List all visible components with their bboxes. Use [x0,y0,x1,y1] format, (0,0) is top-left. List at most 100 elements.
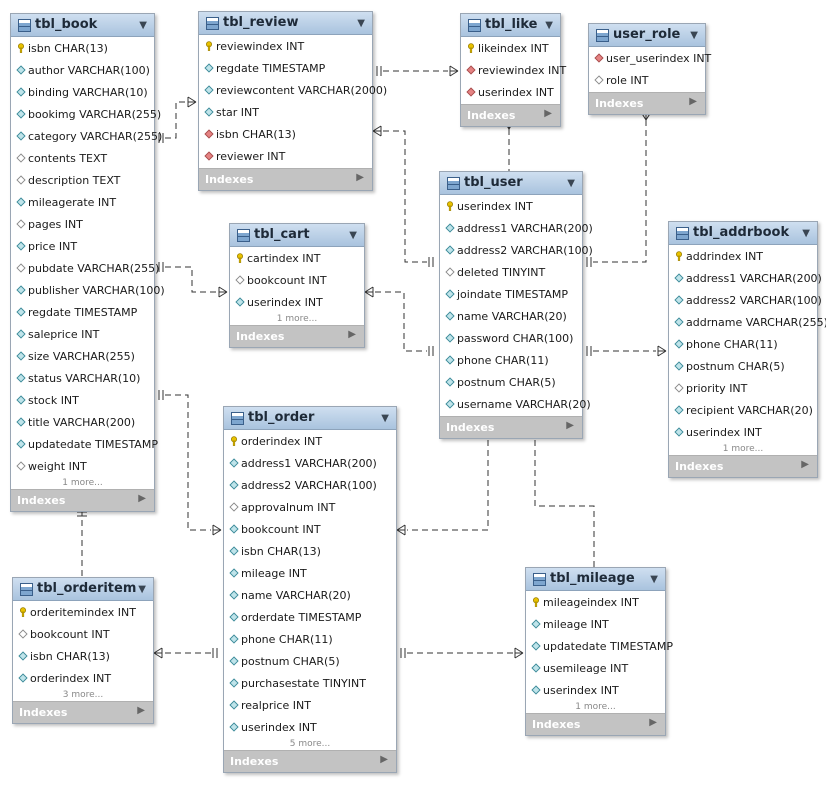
expand-arrow-icon[interactable]: ▶ [544,108,552,119]
table-field[interactable]: isbn CHAR(13) [199,124,372,146]
collapse-triangle-icon[interactable]: ▼ [690,30,698,41]
rel-user-addrbook[interactable] [586,345,667,357]
rel-role-user[interactable] [586,110,652,267]
table-field[interactable]: publisher VARCHAR(100) [11,280,165,302]
table-field[interactable]: postnum CHAR(5) [669,356,817,378]
rel-book-review[interactable] [158,96,197,143]
table-field[interactable]: updatedate TIMESTAMP [11,434,158,456]
expand-arrow-icon[interactable]: ▶ [801,459,809,470]
table-field[interactable]: category VARCHAR(255) [11,126,162,148]
table-field[interactable]: mileage INT [526,614,665,636]
table-field[interactable]: regdate TIMESTAMP [11,302,154,324]
table-field[interactable]: isbn CHAR(13) [224,541,396,563]
table-field[interactable]: recipient VARCHAR(20) [669,400,817,422]
table-field[interactable]: reviewindex INT [461,60,566,82]
indexes-section[interactable]: Indexes▶ [589,92,705,114]
table-field[interactable]: orderitemindex INT [13,602,153,624]
table-field[interactable]: size VARCHAR(255) [11,346,154,368]
collapse-triangle-icon[interactable]: ▼ [381,413,389,424]
table-field[interactable]: contents TEXT [11,148,154,170]
table-field[interactable]: likeindex INT [461,38,560,60]
table-field[interactable]: phone CHAR(11) [224,629,396,651]
indexes-section[interactable]: Indexes▶ [461,104,560,126]
collapse-triangle-icon[interactable]: ▼ [349,230,357,241]
table-field[interactable]: address2 VARCHAR(100) [440,240,593,262]
table-field[interactable]: updatedate TIMESTAMP [526,636,673,658]
table-field[interactable]: orderdate TIMESTAMP [224,607,396,629]
table-field[interactable]: address1 VARCHAR(200) [669,268,822,290]
expand-arrow-icon[interactable]: ▶ [356,172,364,183]
collapse-triangle-icon[interactable]: ▼ [567,178,575,189]
table-field[interactable]: reviewcontent VARCHAR(2000) [199,80,387,102]
table-field[interactable]: cartindex INT [230,248,364,270]
table-field[interactable]: bookimg VARCHAR(255) [11,104,161,126]
table-field[interactable]: postnum CHAR(5) [440,372,582,394]
table-field[interactable]: saleprice INT [11,324,154,346]
table-header[interactable]: tbl_orderitem▼ [13,578,153,601]
collapse-triangle-icon[interactable]: ▼ [802,228,810,239]
table-field[interactable]: userindex INT [224,717,396,739]
table-field[interactable]: bookcount INT [230,270,364,292]
table-header[interactable]: tbl_book▼ [11,14,154,37]
expand-arrow-icon[interactable]: ▶ [689,96,697,107]
collapse-triangle-icon[interactable]: ▼ [545,20,553,31]
more-fields-link[interactable]: 3 more... [62,690,104,700]
table-field[interactable]: author VARCHAR(100) [11,60,154,82]
table-field[interactable]: address2 VARCHAR(100) [669,290,822,312]
table-field[interactable]: password CHAR(100) [440,328,582,350]
table-field[interactable]: weight INT [11,456,154,478]
table-field[interactable]: role INT [589,70,705,92]
table-field[interactable]: approvalnum INT [224,497,396,519]
table-field[interactable]: regdate TIMESTAMP [199,58,372,80]
expand-arrow-icon[interactable]: ▶ [566,420,574,431]
expand-arrow-icon[interactable]: ▶ [138,493,146,504]
table-field[interactable]: stock INT [11,390,154,412]
table-field[interactable]: user_userindex INT [589,48,711,70]
table-field[interactable]: mileagerate INT [11,192,154,214]
table-header[interactable]: tbl_addrbook▼ [669,222,817,245]
table-field[interactable]: binding VARCHAR(10) [11,82,154,104]
rel-review-like[interactable] [376,65,459,77]
table-header[interactable]: tbl_like▼ [461,14,560,37]
rel-user-mileage[interactable] [530,430,600,579]
table-header[interactable]: user_role▼ [589,24,705,47]
table-field[interactable]: isbn CHAR(13) [13,646,153,668]
table-field[interactable]: postnum CHAR(5) [224,651,396,673]
table-field[interactable]: price INT [11,236,154,258]
more-fields-link[interactable]: 5 more... [289,739,331,749]
table-field[interactable]: joindate TIMESTAMP [440,284,582,306]
table-field[interactable]: orderindex INT [224,431,396,453]
collapse-triangle-icon[interactable]: ▼ [139,20,147,31]
table-field[interactable]: purchasestate TINYINT [224,673,396,695]
expand-arrow-icon[interactable]: ▶ [380,754,388,765]
collapse-triangle-icon[interactable]: ▼ [357,18,365,29]
table-field[interactable]: addrname VARCHAR(255) [669,312,826,334]
table-header[interactable]: tbl_cart▼ [230,224,364,247]
indexes-section[interactable]: Indexes▶ [13,701,153,723]
table-field[interactable]: username VARCHAR(20) [440,394,591,416]
table-field[interactable]: phone CHAR(11) [669,334,817,356]
table-field[interactable]: priority INT [669,378,817,400]
table-field[interactable]: phone CHAR(11) [440,350,582,372]
table-header[interactable]: tbl_review▼ [199,12,372,35]
more-fields-link[interactable]: 1 more... [276,314,318,324]
table-field[interactable]: mileage INT [224,563,396,585]
rel-user-order[interactable] [396,430,493,536]
table-field[interactable]: star INT [199,102,372,124]
table-field[interactable]: bookcount INT [224,519,396,541]
rel-order-mileage[interactable] [400,647,524,659]
table-header[interactable]: tbl_user▼ [440,172,582,195]
table-field[interactable]: pubdate VARCHAR(255) [11,258,159,280]
table-tbl-book[interactable]: tbl_book▼isbn CHAR(13)author VARCHAR(100… [10,13,165,512]
table-field[interactable]: mileageindex INT [526,592,665,614]
table-field[interactable]: name VARCHAR(20) [224,585,396,607]
